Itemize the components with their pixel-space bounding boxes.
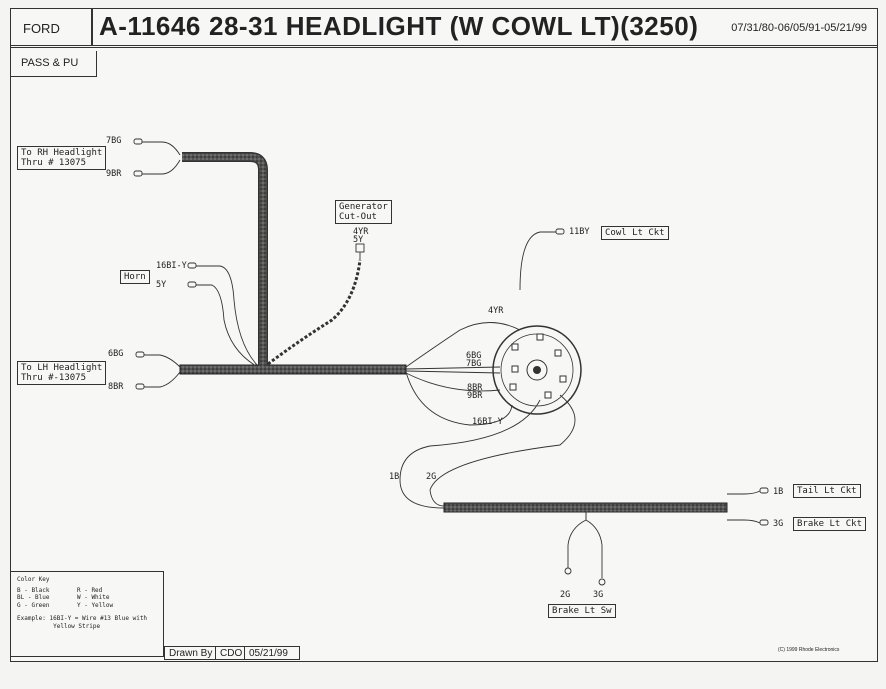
color-key-row: B - Black R - Red <box>17 587 157 595</box>
switch-label-8br: 8BR <box>467 383 483 393</box>
drawn-date: 05/21/99 <box>244 646 300 660</box>
brake-switch-box: Brake Lt Sw <box>548 604 616 618</box>
rh-headlight-box: To RH Headlight Thru # 13075 <box>17 146 107 170</box>
diagram-sheet: FORD A-11646 28-31 HEADLIGHT (W COWL LT)… <box>10 8 878 662</box>
color-key-entry: G - Green <box>17 601 50 609</box>
lh-headlight-label: To LH Headlight Thru #-13075 <box>21 363 103 383</box>
drawn-by-value: CDO <box>215 646 245 660</box>
drawn-by-label: Drawn By <box>164 646 216 660</box>
wire-label-2g: 2G <box>426 472 437 482</box>
cowl-light-box: Cowl Lt Ckt <box>601 226 669 240</box>
color-key-row: BL - Blue W - White <box>17 594 157 602</box>
wire-label-sw-2g: 2G <box>560 590 571 600</box>
brake-light-box: Brake Lt Ckt <box>793 517 867 531</box>
make-label: FORD <box>23 21 60 36</box>
header-divider <box>91 9 93 45</box>
color-key-entry: Y - Yellow <box>77 601 114 609</box>
model-tab: PASS & PU <box>11 51 97 77</box>
switch-label-16bly: 16BI-Y <box>472 417 503 427</box>
tail-light-label: Tail Lt Ckt <box>797 486 857 496</box>
wire-label-5y: 5Y <box>156 280 167 290</box>
generator-box: Generator Cut-Out <box>335 200 392 224</box>
wire-label-11by: 11BY <box>569 227 590 237</box>
title-block: FORD A-11646 28-31 HEADLIGHT (W COWL LT)… <box>11 9 877 46</box>
wire-label-9br: 9BR <box>106 169 122 179</box>
wire-label-gen-4yr: 4YR <box>353 227 369 237</box>
wire-label-8br: 8BR <box>108 382 124 392</box>
horn-label: Horn <box>124 272 146 282</box>
generator-wire <box>267 259 362 366</box>
lh-headlight-box: To LH Headlight Thru #-13075 <box>17 361 107 385</box>
generator-label: Generator Cut-Out <box>339 202 388 222</box>
switch-label-7bg: 7BG <box>466 359 482 369</box>
horn-box: Horn <box>120 270 150 284</box>
rh-harness <box>182 152 268 366</box>
color-key-entry: B - Black <box>17 586 50 594</box>
diagram-title: 28-31 HEADLIGHT (W COWL LT)(3250) <box>209 11 699 41</box>
brake-light-label: Brake Lt Ckt <box>797 519 863 529</box>
main-harness <box>179 364 407 375</box>
wire-label-tail-1b: 1B <box>773 487 784 497</box>
color-key-entry: W - White <box>77 594 110 601</box>
switch-label-9br: 9BR <box>467 391 483 401</box>
wire-label-sw-3g: 3G <box>593 590 604 600</box>
color-key-example: Example: 16BI-Y = Wire #13 Blue with Yel… <box>17 615 148 630</box>
rh-headlight-label: To RH Headlight Thru # 13075 <box>21 148 103 168</box>
thin-wires <box>142 141 761 578</box>
color-key-entry: R - Red <box>77 586 103 594</box>
switch-label-4yr: 4YR <box>488 306 504 316</box>
color-key-title: Color Key <box>17 576 50 583</box>
wire-label-7bg: 7BG <box>106 136 122 146</box>
tail-light-box: Tail Lt Ckt <box>793 484 861 498</box>
light-switch <box>492 325 582 415</box>
brake-switch-label: Brake Lt Sw <box>552 606 612 616</box>
wire-label-16bly: 16BI-Y <box>156 261 187 271</box>
cowl-light-label: Cowl Lt Ckt <box>605 228 665 238</box>
wire-label-gen-5y: 5Y <box>353 235 364 245</box>
lower-harness <box>443 502 728 513</box>
color-key-entry: BL - Blue <box>17 594 50 601</box>
color-key: Color Key B - Black R - Red BL - Blue W - … <box>10 571 164 657</box>
terminals <box>133 138 769 586</box>
color-key-row: G - Green Y - Yellow <box>17 602 157 610</box>
wire-label-brake-3g: 3G <box>773 519 784 529</box>
revision-dates: 07/31/80-06/05/91-05/21/99 <box>731 22 867 34</box>
copyright-note: (C) 1999 Rhode Electronics <box>778 647 840 653</box>
switch-label-6bg: 6BG <box>466 351 482 361</box>
part-number: A-11646 <box>99 11 201 41</box>
wire-label-1b: 1B <box>389 472 400 482</box>
header-rule <box>11 47 877 48</box>
wire-label-6bg: 6BG <box>108 349 124 359</box>
